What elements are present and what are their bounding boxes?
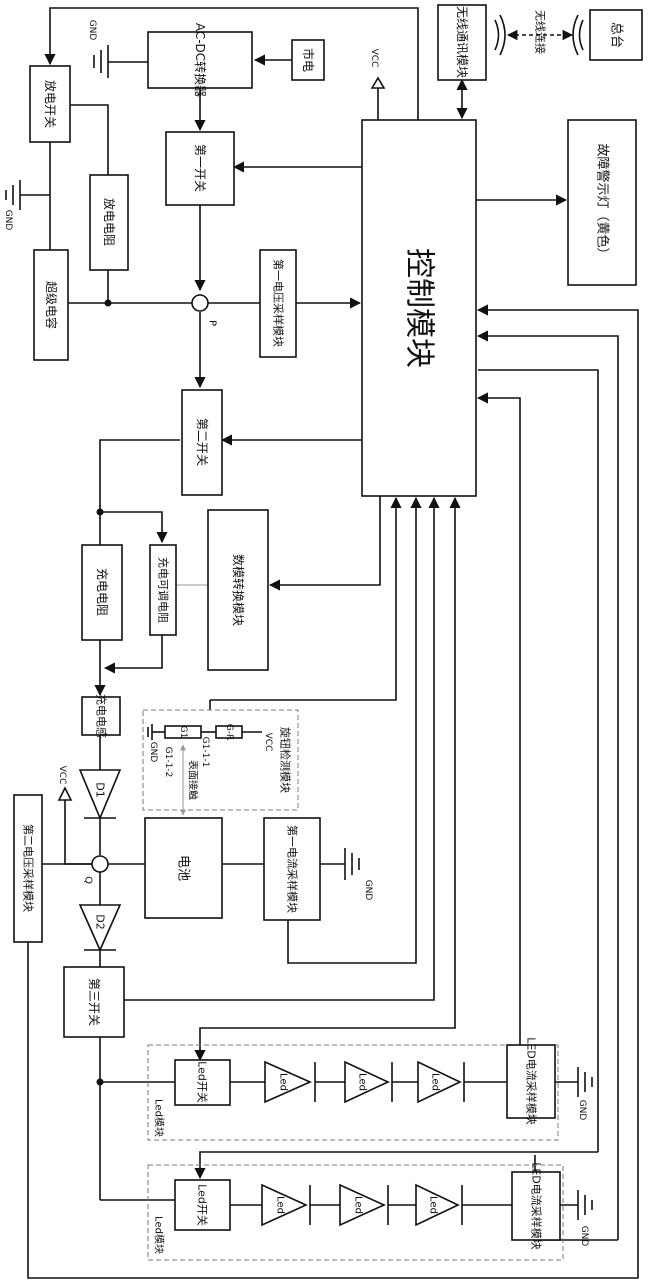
discharge-gnd-label: GND	[3, 210, 13, 231]
led-switch1-label: Led开关	[196, 1061, 210, 1103]
master-station-label: 总台	[609, 22, 624, 48]
mains-label: 市电	[301, 48, 316, 72]
gnd-icon	[6, 180, 20, 210]
battery-gnd-label: GND	[363, 880, 373, 901]
led-module2-label: Led模块	[153, 1216, 165, 1254]
charge-adj-resistor-label: 充电可调电阻	[157, 557, 171, 623]
led-2b-label: Led	[353, 1196, 364, 1214]
gnd-icon	[148, 724, 152, 740]
charge-inductor-label: 充电电感	[95, 694, 109, 738]
led2-gnd-label: GND	[579, 1226, 589, 1247]
fault-lamp-label: 故障警示灯（黄色）	[595, 143, 611, 260]
rot-gnd-label: GND	[148, 742, 158, 763]
switch2-label: 第二开关	[195, 418, 209, 466]
led-1a-label: Led	[278, 1073, 289, 1091]
d1-label: D1	[94, 782, 107, 797]
gnd-icon	[578, 1067, 592, 1097]
gnd-icon	[578, 1190, 592, 1220]
led-module1-label: Led模块	[153, 1099, 165, 1137]
led-2c-label: Led	[428, 1196, 439, 1214]
charge-resistor-label: 充电电阻	[95, 568, 110, 616]
control-module-label: 控制模块	[402, 248, 437, 368]
d2-label: D2	[94, 914, 107, 929]
ac-dc-label: AC-DC转换器	[193, 23, 208, 97]
switch3-label: 第三开关	[87, 978, 101, 1026]
rot-vcc-label: VCC	[263, 733, 273, 752]
gnd-icon	[345, 848, 359, 880]
wireless-module-label: 无线通讯模块	[455, 6, 469, 78]
vcc-icon	[372, 78, 384, 88]
voltage-sample2-label: 第二电压采样模块	[22, 824, 36, 912]
discharge-resistor-label: 放电电阻	[102, 198, 117, 246]
led-1c-label: Led	[430, 1073, 441, 1091]
control-vcc-label: VCC	[369, 49, 379, 68]
acdc-gnd-label: GND	[87, 20, 97, 41]
surface-contact-label: 表面接触	[187, 760, 200, 800]
discharge-switch-label: 放电开关	[43, 80, 58, 128]
led-2a-label: Led	[275, 1196, 286, 1214]
vcc-label: VCC	[57, 766, 67, 785]
g1-label: G1	[178, 726, 188, 739]
vcc-icon	[59, 788, 71, 800]
voltage-sample1-label: 第一电压采样模块	[272, 259, 286, 347]
led-1a	[265, 1062, 315, 1102]
current-sample1-label: 第一电流采样模块	[286, 825, 300, 913]
gnd-icon	[94, 45, 108, 78]
supercap-label: 超级电容	[44, 281, 59, 329]
g1-1-1-label: G1-1-1	[200, 737, 210, 768]
battery-label: 电池	[176, 855, 191, 881]
g1-1-2-label: G1-1-2	[163, 747, 173, 778]
led1-gnd-label: GND	[577, 1100, 587, 1121]
signal-icon	[573, 15, 583, 55]
node-p	[192, 295, 208, 311]
led-switch2-label: Led开关	[196, 1184, 210, 1226]
led-current-sample1-label: LED电流采样模块	[525, 1037, 539, 1125]
rot-detect-label: 旋钮检测模块	[279, 727, 293, 793]
signal-icon	[495, 15, 505, 55]
gr-label: G-R	[224, 724, 234, 740]
dac-label: 数模转换模块	[231, 554, 246, 626]
node-p-label: P	[207, 320, 218, 326]
node-q-label: Q	[83, 876, 94, 884]
led-current-sample2-label: LED电流采样模块	[530, 1162, 544, 1250]
led-1b	[345, 1062, 392, 1102]
switch1-label: 第一开关	[193, 144, 207, 192]
wireless-link-label: 无线连接	[534, 10, 548, 54]
node-q	[92, 856, 108, 872]
led-1b-label: Led	[357, 1073, 368, 1091]
